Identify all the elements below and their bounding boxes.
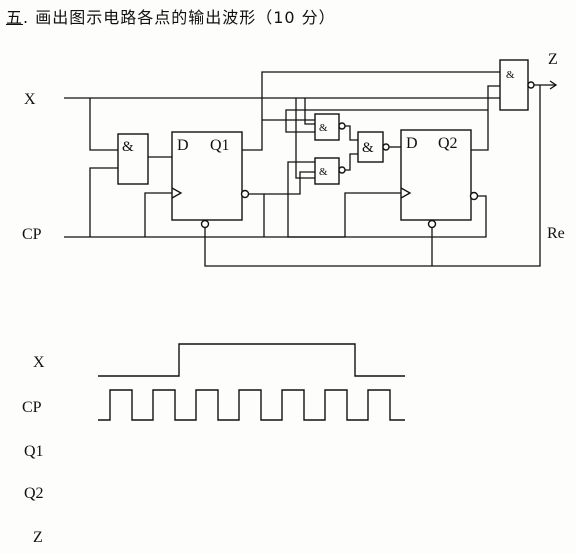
wire-q2-to-and-out	[470, 85, 500, 151]
flip-flop-2-qbar-bubble	[469, 191, 479, 201]
wave-label-q2: Q2	[24, 485, 44, 502]
and-gate-middle-symbol: &	[362, 140, 374, 156]
flip-flop-2: D Q2	[400, 129, 479, 229]
and-gate-top-body	[314, 113, 340, 141]
and-gate-bottom: &	[314, 157, 346, 185]
wave-label-z: Z	[33, 529, 43, 546]
wire-feedback-and1	[89, 167, 118, 237]
flip-flop-1-q-label: Q1	[210, 137, 230, 154]
wave-label-cp: CP	[22, 399, 42, 416]
flip-flop-2-d-label: D	[406, 135, 418, 152]
wire-q2-to-and-top	[285, 109, 488, 133]
and-gate-1: &	[117, 133, 149, 185]
and-gate-middle-body	[357, 131, 384, 163]
flip-flop-1-d-label: D	[177, 137, 189, 154]
wave-label-q1: Q1	[24, 443, 44, 460]
flip-flop-1-reset-bubble	[200, 219, 210, 229]
output-z-label: Z	[548, 51, 558, 68]
flip-flop-1: D Q1	[171, 131, 250, 229]
and-gate-output-symbol: &	[506, 69, 515, 81]
wire-x-to-and1	[89, 98, 118, 151]
wave-cp	[98, 389, 405, 421]
wire-q2bar-to-and-bot	[287, 161, 487, 238]
and-gate-top-bubble	[338, 122, 346, 130]
flip-flop-1-qbar-bubble	[240, 189, 250, 199]
and-gate-top-symbol: &	[319, 122, 328, 134]
wire-cp-ff1	[144, 192, 172, 237]
wire-x-to-and-top	[304, 98, 315, 125]
and-gate-output-body	[499, 59, 529, 111]
and-gate-top: &	[314, 113, 346, 141]
flip-flop-2-body	[400, 129, 472, 221]
and-gate-middle: &	[357, 131, 390, 163]
reset-re-label: Re	[547, 225, 565, 242]
wire-cp-ff2	[344, 192, 401, 237]
question-title: 五. 画出图示电路各点的输出波形（10 分）	[6, 8, 336, 27]
and-gate-middle-bubble	[382, 143, 390, 151]
and-gate-bottom-symbol: &	[319, 166, 328, 178]
wave-label-x: X	[33, 354, 45, 371]
and-gate-bottom-bubble	[338, 166, 346, 174]
wire-and-top-mid	[342, 125, 358, 141]
flip-flop-2-reset-bubble	[427, 219, 437, 229]
and-gate-output-bubble	[527, 81, 535, 89]
flip-flop-1-clock-mark	[171, 187, 183, 199]
flip-flop-2-clock-mark	[400, 187, 412, 199]
wire-q1bar-down	[248, 193, 265, 237]
wire-z-arrow	[549, 80, 558, 90]
input-x-label: X	[24, 91, 36, 108]
circuit-wires	[64, 71, 558, 267]
and-gate-output: &	[499, 59, 535, 111]
wire-reset	[204, 85, 541, 267]
wire-q1bar-to-and-bot	[264, 171, 315, 195]
and-gate-1-symbol: &	[122, 139, 134, 155]
wire-and-bot-mid	[342, 153, 358, 171]
wave-x	[98, 343, 405, 377]
wire-q1-to-and-out	[242, 71, 500, 151]
question-text: 画出图示电路各点的输出波形（10 分）	[35, 8, 336, 27]
flip-flop-1-body	[171, 131, 243, 221]
input-cp-label: CP	[22, 226, 42, 243]
and-gate-bottom-body	[314, 157, 340, 185]
wire-x-to-and-bot	[295, 98, 315, 179]
and-gate-1-body	[117, 133, 149, 185]
question-number: 五	[6, 8, 24, 27]
flip-flop-2-q-label: Q2	[438, 135, 458, 152]
